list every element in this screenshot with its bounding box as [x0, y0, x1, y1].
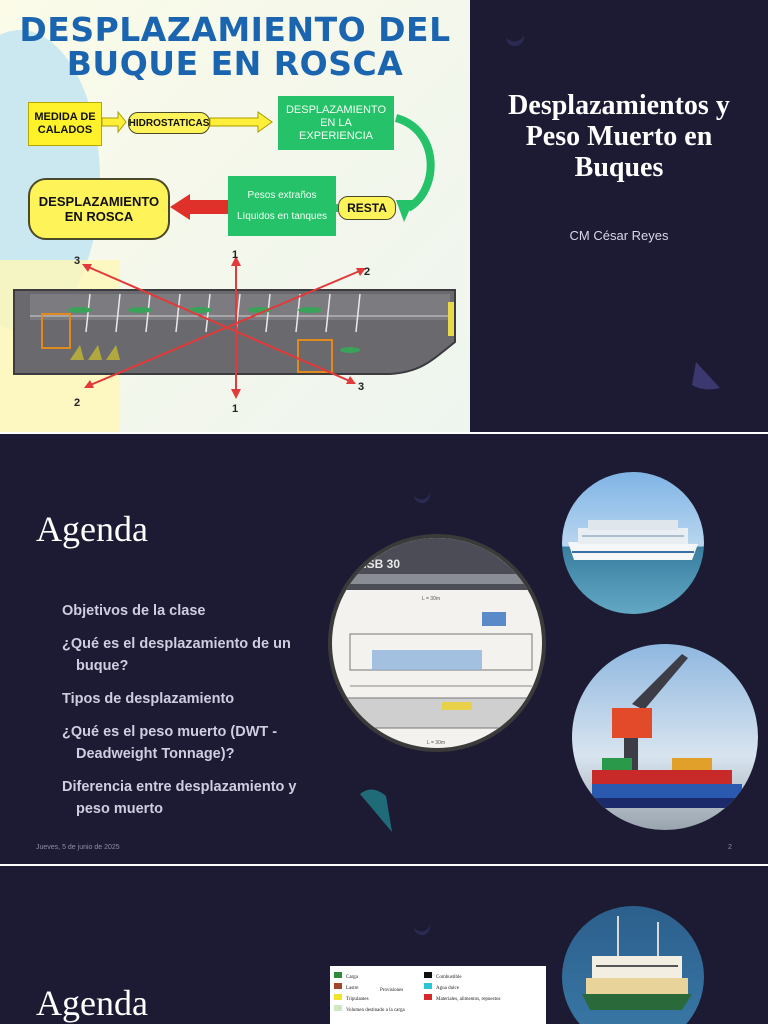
decor-orb: [414, 926, 431, 936]
axis-arrows: [85, 260, 363, 395]
agenda-title: Agenda: [36, 983, 148, 1023]
legend-right-column: Combustible Agua dulce Materiales, alime…: [424, 972, 500, 1005]
slide-divider: [0, 864, 768, 866]
cruise-ship-photo: [562, 472, 704, 614]
decor-cone: [360, 789, 392, 832]
arrow-resta-pesos: [228, 204, 338, 212]
legend-item: Lastre: [334, 983, 405, 994]
legend-item: Combustible: [424, 972, 500, 983]
elevator-left: [41, 313, 71, 349]
slide-subtitle: CM César Reyes: [569, 228, 669, 243]
technical-drawing: HSB 30 L = 30m L = 30m: [332, 538, 542, 746]
slide-3[interactable]: Agenda Carga Lastre Tripulantes Volumen …: [0, 866, 768, 1024]
bow-marker: [448, 302, 454, 336]
aircraft-icons: [68, 307, 360, 353]
axis-label-3-right: 3: [358, 381, 364, 393]
cruise-ship-svg: [568, 520, 698, 560]
legend-item: Carga: [334, 972, 405, 983]
pesos-line2: Líquidos en tanques: [236, 211, 328, 222]
diagram-title-line1: DESPLAZAMIENTO DEL: [19, 10, 451, 49]
axis-label-1-top: 1: [232, 250, 238, 261]
box-experiencia: DESPLAZAMIENTO EN LA EXPERIENCIA: [278, 96, 394, 150]
agenda-title: Agenda: [36, 509, 148, 549]
decor-orb: [506, 36, 525, 47]
diagram-title-line2: BUQUE EN ROSCA: [66, 44, 404, 83]
ferry-svg: [582, 916, 692, 1010]
slide3-decor: [414, 926, 431, 936]
title-panel: [470, 0, 768, 432]
legend-panel: Carga Lastre Tripulantes Volumen destina…: [330, 966, 546, 1024]
rosca-diagram: DESPLAZAMIENTO DEL BUQUE EN ROSCA MEDIDA…: [0, 0, 470, 432]
agenda-item: ¿Qué es el desplazamiento de un buque?: [62, 636, 291, 674]
provisions-label: Provisiones: [380, 988, 404, 993]
arrow-pesos-rosca: [170, 194, 228, 220]
drawing-label-length-2: L = 30m: [427, 740, 445, 746]
axis-label-2-right: 2: [364, 266, 370, 278]
elevator-right: [297, 339, 333, 373]
agenda-item: Objetivos de la clase: [62, 603, 206, 619]
arrow-hidro-exp: [209, 111, 273, 133]
container-port-svg: [582, 654, 752, 808]
pesos-line1: Pesos extraños: [247, 190, 317, 201]
ship-plan: 1 2 3 1 2 3: [0, 249, 470, 420]
deck-markings: [85, 293, 361, 333]
axis-arrowheads: [82, 256, 366, 399]
slide2-decor: [360, 494, 431, 832]
drawing-label-length: L = 30m: [422, 596, 440, 602]
box-calados: MEDIDA DE CALADOS: [28, 102, 102, 146]
agenda-list: Objetivos de la clase ¿Qué es el desplaz…: [62, 600, 332, 831]
legend-item: Volumen destinado a la carga: [334, 1005, 405, 1016]
page-number: 2: [728, 844, 732, 851]
slide-2[interactable]: Agenda Objetivos de la clase ¿Qué es el …: [0, 434, 768, 864]
legend-left-column: Carga Lastre Tripulantes Volumen destina…: [334, 972, 405, 1016]
footer-date: Jueves, 5 de junio de 2025: [36, 844, 120, 851]
helicopter-icons: [70, 345, 120, 360]
legend-item: Agua dulce: [424, 983, 500, 994]
ferry-photo: [562, 906, 704, 1024]
box-resta: RESTA: [338, 196, 396, 220]
decor-cone: [692, 362, 720, 390]
drawing-circle: HSB 30 L = 30m L = 30m: [328, 534, 546, 752]
arrow-exp-resta-head: [396, 200, 414, 222]
axis-label-1-bottom: 1: [232, 403, 238, 415]
ship-plan-svg: 1 2 3 1 2 3: [13, 249, 456, 415]
slide-1[interactable]: DESPLAZAMIENTO DEL BUQUE EN ROSCA MEDIDA…: [0, 0, 768, 432]
title-panel-decor: [506, 36, 720, 390]
flow-arrows: [101, 110, 435, 222]
axis-label-2-left: 2: [74, 397, 80, 409]
arrow-calados-hidro: [101, 110, 127, 134]
decor-orb: [414, 494, 431, 504]
container-port-photo: [572, 644, 758, 830]
agenda-item: ¿Qué es el peso muerto (DWT - Deadweight…: [62, 724, 278, 762]
axis-label-3-left: 3: [74, 255, 80, 267]
slide-divider: [0, 432, 768, 434]
legend-item: Tripulantes: [334, 994, 405, 1005]
agenda-item: Tipos de desplazamiento: [62, 691, 235, 707]
legend-item: Materiales, alimentos, repuestos: [424, 994, 500, 1005]
arrow-exp-resta: [394, 114, 435, 212]
box-rosca: DESPLAZAMIENTO EN ROSCA: [28, 178, 170, 240]
agenda-item: Diferencia entre desplazamiento y peso m…: [62, 779, 297, 817]
slide-title: Desplazamientos y Peso Muerto en Buques: [508, 90, 730, 183]
